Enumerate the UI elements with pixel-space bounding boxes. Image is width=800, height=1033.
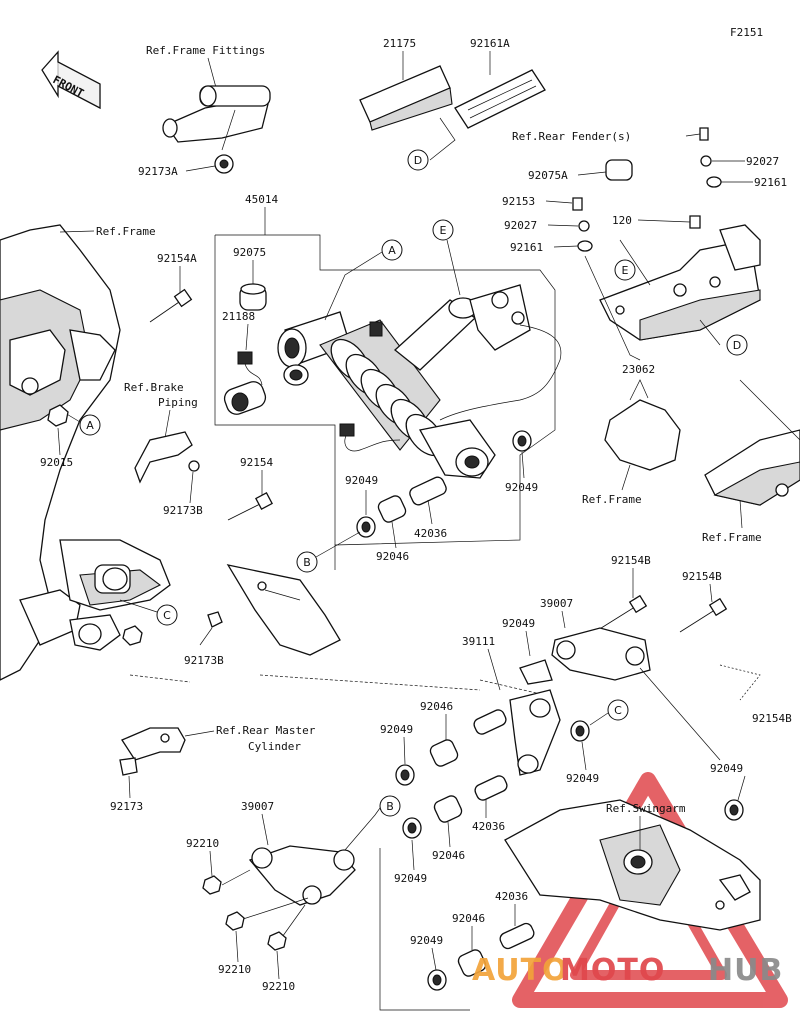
part-92161A: 92161A	[470, 37, 510, 50]
watermark-moto: MOTO	[560, 953, 665, 988]
callout-C-link: C	[614, 704, 622, 717]
part-92173B-1: 92173B	[163, 504, 203, 517]
callout-C-left: C	[163, 609, 171, 622]
part-42036-a: 42036	[414, 527, 447, 540]
part-92154B-b: 92154B	[682, 570, 722, 583]
shock-spring	[330, 338, 445, 457]
callout-B-link: B	[386, 800, 394, 813]
part-92015: 92015	[40, 456, 73, 469]
part-92049-c: 92049	[502, 617, 535, 630]
frame-right-section: Ref.Frame Ref.Frame	[582, 379, 800, 544]
front-arrow-icon: FRONT	[41, 50, 101, 110]
part-92049-e: 92049	[566, 772, 599, 785]
watermark-auto: AUTO	[472, 953, 569, 988]
diagram-code: F2151	[730, 26, 763, 39]
part-92049-a: 92049	[345, 474, 378, 487]
link-39007-lower: 39007 B 92210 92210 92210	[186, 795, 401, 993]
part-92154A: 92154A	[157, 252, 197, 265]
part-92210-c: 92210	[262, 980, 295, 993]
callout-D-right: D	[733, 339, 741, 352]
part-92049-d: 92049	[380, 723, 413, 736]
part-92046-b: 92046	[420, 700, 453, 713]
part-92173: 92173	[110, 800, 143, 813]
rear-master-cylinder-bracket: Ref.Rear Master Cylinder 92173	[110, 724, 316, 813]
frame-fittings-part: Ref.Frame Fittings 92173A	[138, 44, 271, 178]
part-92049-f: 92049	[710, 762, 743, 775]
shock-absorber-group: 45014 92075 21188	[214, 193, 562, 573]
ref-frame-fittings: Ref.Frame Fittings	[146, 44, 265, 57]
link-39007-upper: 92154B 92154B 39007 92049 39111 92154B	[462, 554, 792, 761]
part-120: 120	[612, 214, 632, 227]
part-42036-b: 42036	[472, 820, 505, 833]
part-23062: 23062	[622, 363, 655, 376]
part-42036-c: 42036	[495, 890, 528, 903]
part-45014: 45014	[245, 193, 278, 206]
ref-rear-fenders: Ref.Rear Fender(s)	[512, 130, 631, 143]
part-92049-b: 92049	[505, 481, 538, 494]
ref-swingarm: Ref.Swingarm	[606, 802, 686, 815]
part-92173B-2: 92173B	[184, 654, 224, 667]
part-92046-a: 92046	[376, 550, 409, 563]
part-92161-a: 92161	[754, 176, 787, 189]
part-21188: 21188	[222, 310, 255, 323]
part-92161-b: 92161	[510, 241, 543, 254]
frame-plate-middle: 92173B	[122, 564, 481, 691]
part-21175: 21175	[383, 37, 416, 50]
part-92154B-c: 92154B	[752, 712, 792, 725]
ref-rear-master-2: Cylinder	[248, 740, 301, 753]
callout-E-right: E	[622, 264, 629, 277]
ref-frame-left: Ref.Frame	[96, 225, 156, 238]
ref-brake-1: Ref.Brake	[124, 381, 184, 394]
part-39007-a: 39007	[540, 597, 573, 610]
ref-rear-master-1: Ref.Rear Master	[216, 724, 316, 737]
rear-fender-bracket: Ref.Rear Fender(s) 92075A 92027 92161 92…	[502, 127, 787, 376]
part-92210-a: 92210	[186, 837, 219, 850]
part-92027-a: 92027	[746, 155, 779, 168]
part-92046-c: 92046	[432, 849, 465, 862]
ref-frame-right: Ref.Frame	[702, 531, 762, 544]
swingarm-section: Ref.Swingarm 42036 92046 92049 42036 920…	[379, 775, 761, 1011]
ref-frame-mid: Ref.Frame	[582, 493, 642, 506]
part-92049-g: 92049	[394, 872, 427, 885]
brake-piping-bracket: Ref.Brake Piping 92173B	[124, 381, 203, 517]
watermark-hub: HUB	[708, 953, 783, 988]
nut-92015: 92015	[40, 404, 73, 469]
part-92173A: 92173A	[138, 165, 178, 178]
part-92153: 92153	[502, 195, 535, 208]
part-92154B-a: 92154B	[611, 554, 651, 567]
callout-B-shock: B	[303, 556, 311, 569]
part-92027-b: 92027	[504, 219, 537, 232]
callout-E-shock: E	[440, 224, 447, 237]
part-92075A: 92075A	[528, 169, 568, 182]
ref-brake-2: Piping	[158, 396, 198, 409]
cover-parts-21175: 21175 92161A D	[359, 37, 546, 171]
part-92046-d: 92046	[452, 912, 485, 925]
bolt-92154: 92154	[227, 456, 273, 521]
callout-D-top: D	[414, 154, 422, 167]
link-lower-assembly: 92046 C 92049 92049 92049	[380, 689, 746, 821]
part-92075: 92075	[233, 246, 266, 259]
part-39111: 39111	[462, 635, 495, 648]
part-92154: 92154	[240, 456, 273, 469]
part-92049-h: 92049	[410, 934, 443, 947]
watermark-text: AUTO MOTO HUB	[472, 953, 783, 988]
part-92210-b: 92210	[218, 963, 251, 976]
callout-A-shock: A	[388, 244, 396, 257]
bolt-92154A: 92154A	[149, 252, 197, 323]
part-39007-b: 39007	[241, 800, 274, 813]
callout-A-left: A	[86, 419, 94, 432]
